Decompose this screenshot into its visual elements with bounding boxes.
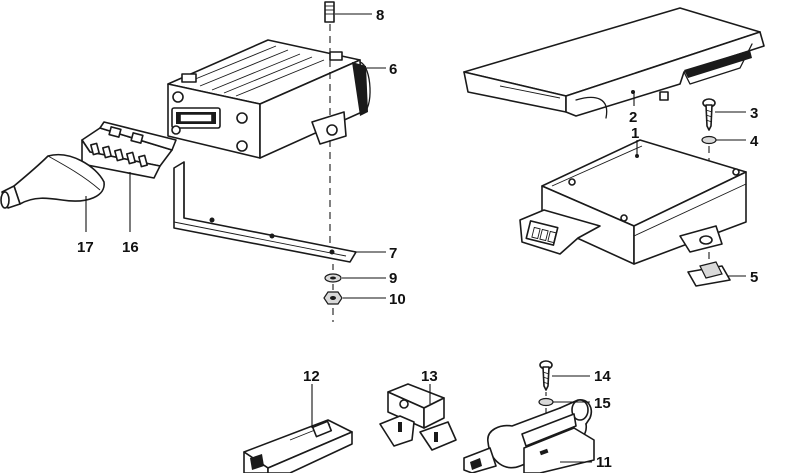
callout-17: 17 <box>77 239 94 256</box>
callout-6: 6 <box>389 61 397 78</box>
callout-12: 12 <box>303 368 320 385</box>
stud-bolt-8[interactable] <box>324 1 335 118</box>
callout-labels: 8 6 7 9 10 16 17 2 1 3 4 5 12 13 14 15 1… <box>77 7 759 471</box>
callout-15: 15 <box>594 395 611 412</box>
spring-washer-9[interactable] <box>324 273 342 283</box>
screw-3[interactable] <box>702 98 716 131</box>
callout-4: 4 <box>750 133 759 150</box>
callout-16: 16 <box>122 239 139 256</box>
control-unit-cover-2[interactable] <box>463 7 765 119</box>
callout-13: 13 <box>421 368 438 385</box>
callout-11: 11 <box>596 454 612 471</box>
screw-14[interactable] <box>539 360 553 391</box>
plug-housing-16[interactable] <box>81 121 177 179</box>
bracket-7[interactable] <box>173 140 357 263</box>
callout-10: 10 <box>389 291 406 308</box>
holder-bracket-13[interactable] <box>379 383 457 451</box>
rubber-boot-17[interactable] <box>0 153 105 209</box>
control-unit-1[interactable] <box>519 139 747 265</box>
clip-nut-5[interactable] <box>687 252 731 287</box>
callout-5: 5 <box>750 269 758 286</box>
callout-8: 8 <box>376 7 384 24</box>
leader-lines <box>85 13 746 463</box>
callout-7: 7 <box>389 245 397 262</box>
callout-1: 1 <box>631 125 639 142</box>
callout-2: 2 <box>629 109 637 126</box>
callout-9: 9 <box>389 270 397 287</box>
callout-14: 14 <box>594 368 611 385</box>
connector-housing-12[interactable] <box>243 419 353 473</box>
hex-nut-10[interactable] <box>323 264 343 322</box>
callout-3: 3 <box>750 105 758 122</box>
control-unit-6[interactable] <box>167 39 371 159</box>
